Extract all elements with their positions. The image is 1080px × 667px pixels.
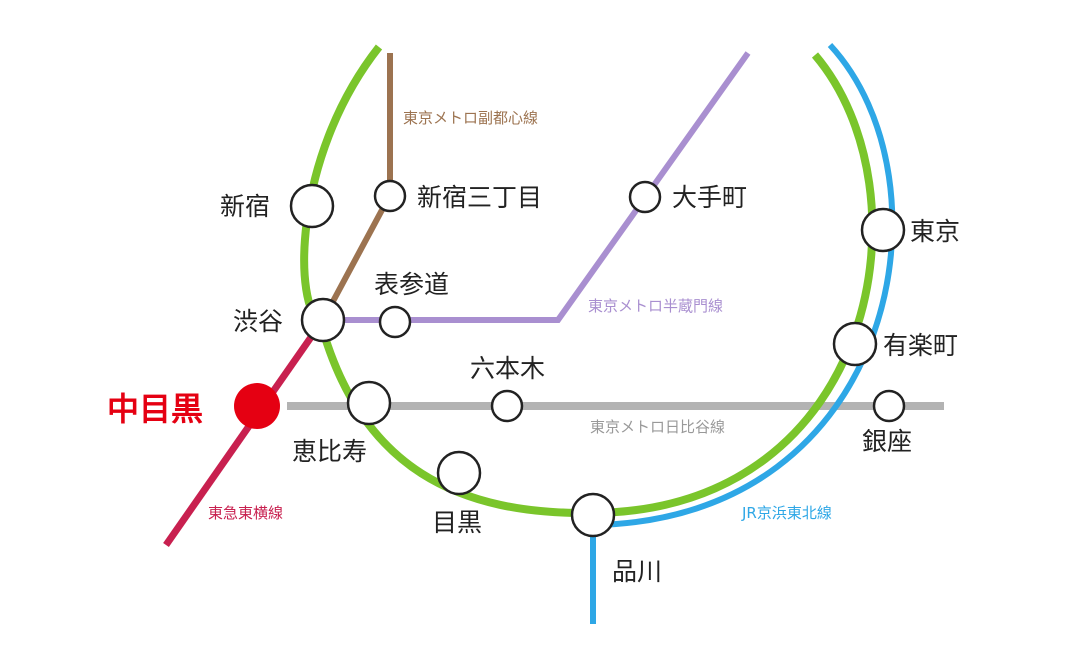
hibiya-line-label: 東京メトロ日比谷線 [590,418,725,436]
station-shinagawa [570,492,616,538]
ginza-label: 銀座 [862,427,912,456]
hanzomon-line-label: 東京メトロ半蔵門線 [588,297,723,315]
nakameguro-label: 中目黒 [107,390,203,428]
station-meguro [436,450,482,496]
station-ebisu [346,380,392,426]
station-shibuya [300,297,346,343]
station-yurakucho [832,321,878,367]
shibuya-label: 渋谷 [233,307,283,336]
otemachi-label: 大手町 [672,183,747,212]
station-omotesando [378,305,412,339]
station-roppongi [490,389,524,423]
roppongi-label: 六本木 [470,354,545,383]
ebisu-label: 恵比寿 [292,437,367,466]
station-shinjuku-sanchome [373,179,407,213]
fukutoshin-line-label: 東京メトロ副都心線 [403,109,538,127]
meguro-label: 目黒 [432,508,482,537]
toyoko-line-label: 東急東横線 [208,504,283,522]
yurakucho-label: 有楽町 [883,331,958,360]
shinjuku-label: 新宿 [220,192,270,221]
keihin-tohoku-line-label: JR京浜東北線 [741,504,832,522]
yamanote-line [300,44,877,518]
station-otemachi [628,180,662,214]
omotesando-label: 表参道 [374,270,449,299]
station-ginza [872,389,906,423]
toyoko-line [163,317,326,548]
station-shinjuku [289,183,335,229]
shinjuku-sanchome-label: 新宿三丁目 [417,183,542,212]
station-tokyo [860,207,906,253]
tokyo-label: 東京 [910,217,960,246]
station-nakameguro [234,383,280,429]
shinagawa-label: 品川 [612,557,662,586]
